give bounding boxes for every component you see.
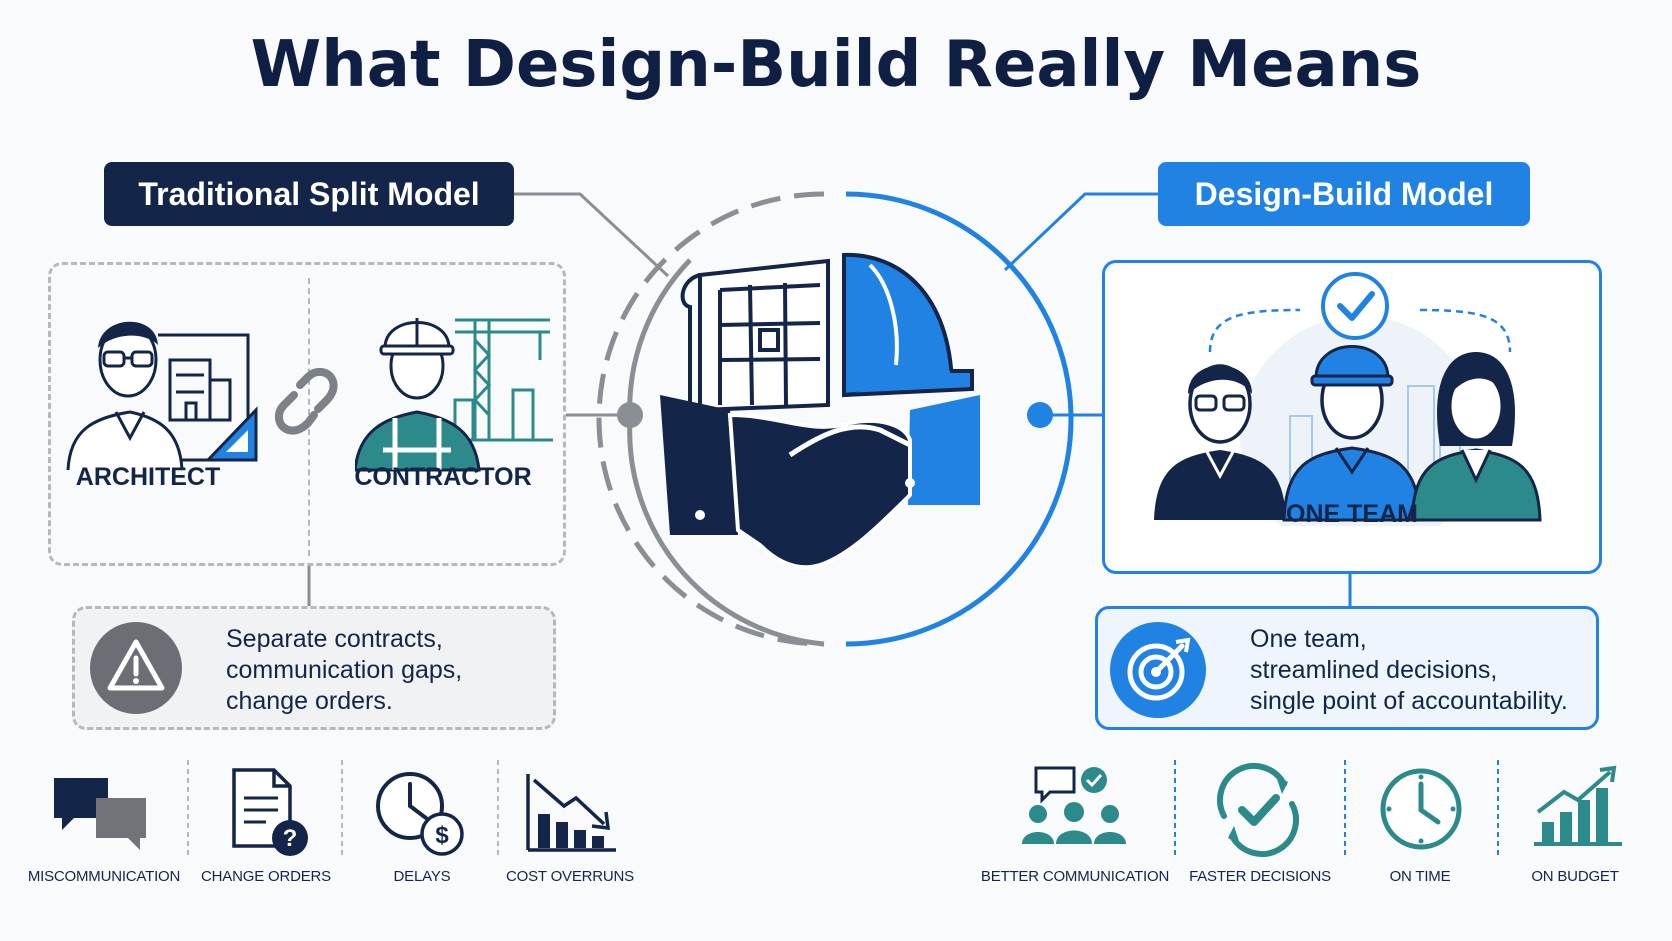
issue-line: Separate contracts, — [226, 625, 443, 653]
target-icon — [1110, 622, 1206, 718]
cost-overruns-icon — [526, 774, 616, 852]
outcome-on-budget: ON BUDGET — [1531, 868, 1619, 885]
on-budget-icon — [1534, 765, 1622, 846]
traditional-model-label: Traditional Split Model — [104, 162, 514, 226]
outcome-delays: DELAYS — [393, 868, 451, 885]
on-time-icon — [1380, 768, 1462, 850]
change-orders-icon: ? — [232, 768, 308, 856]
outcome-cost-overruns: COST OVERRUNS — [506, 868, 634, 885]
design-build-benefits-text: One team, streamlined decisions, single … — [1250, 624, 1568, 717]
one-team-label: ONE TEAM — [1286, 500, 1418, 528]
warning-icon — [90, 622, 182, 714]
issue-line: communication gaps, — [226, 656, 463, 684]
outcome-faster-decisions: FASTER DECISIONS — [1189, 868, 1331, 885]
issue-line: change orders. — [226, 687, 393, 715]
delays-icon: $ — [376, 772, 464, 856]
contractor-icon — [355, 318, 553, 472]
outcome-change-orders: CHANGE ORDERS — [201, 868, 331, 885]
faster-decisions-icon — [1217, 763, 1299, 857]
contractor-label: CONTRACTOR — [354, 463, 532, 491]
traditional-issues-text: Separate contracts, communication gaps, … — [226, 624, 462, 717]
miscommunication-icon — [54, 778, 146, 850]
link-icon — [275, 368, 338, 435]
benefit-line: single point of accountability. — [1250, 687, 1568, 715]
team-icon — [1154, 272, 1542, 526]
page-title: What Design-Build Really Means — [250, 28, 1422, 102]
outcome-miscommunication: MISCOMMUNICATION — [27, 868, 181, 885]
svg-text:?: ? — [283, 825, 298, 852]
handshake-blueprint-icon — [660, 252, 980, 570]
architect-label: ARCHITECT — [75, 463, 221, 491]
traditional-roles-panel — [48, 262, 566, 566]
outcome-dividers — [187, 760, 1499, 856]
architect-icon — [66, 321, 258, 471]
better-communication-icon — [1022, 766, 1126, 844]
benefit-line: One team, — [1250, 625, 1367, 653]
benefit-line: streamlined decisions, — [1250, 656, 1498, 684]
outcome-better-communication: BETTER COMMUNICATION — [980, 868, 1170, 885]
design-build-model-label: Design-Build Model — [1158, 162, 1530, 226]
outcome-on-time: ON TIME — [1389, 868, 1451, 885]
svg-text:$: $ — [435, 822, 449, 849]
